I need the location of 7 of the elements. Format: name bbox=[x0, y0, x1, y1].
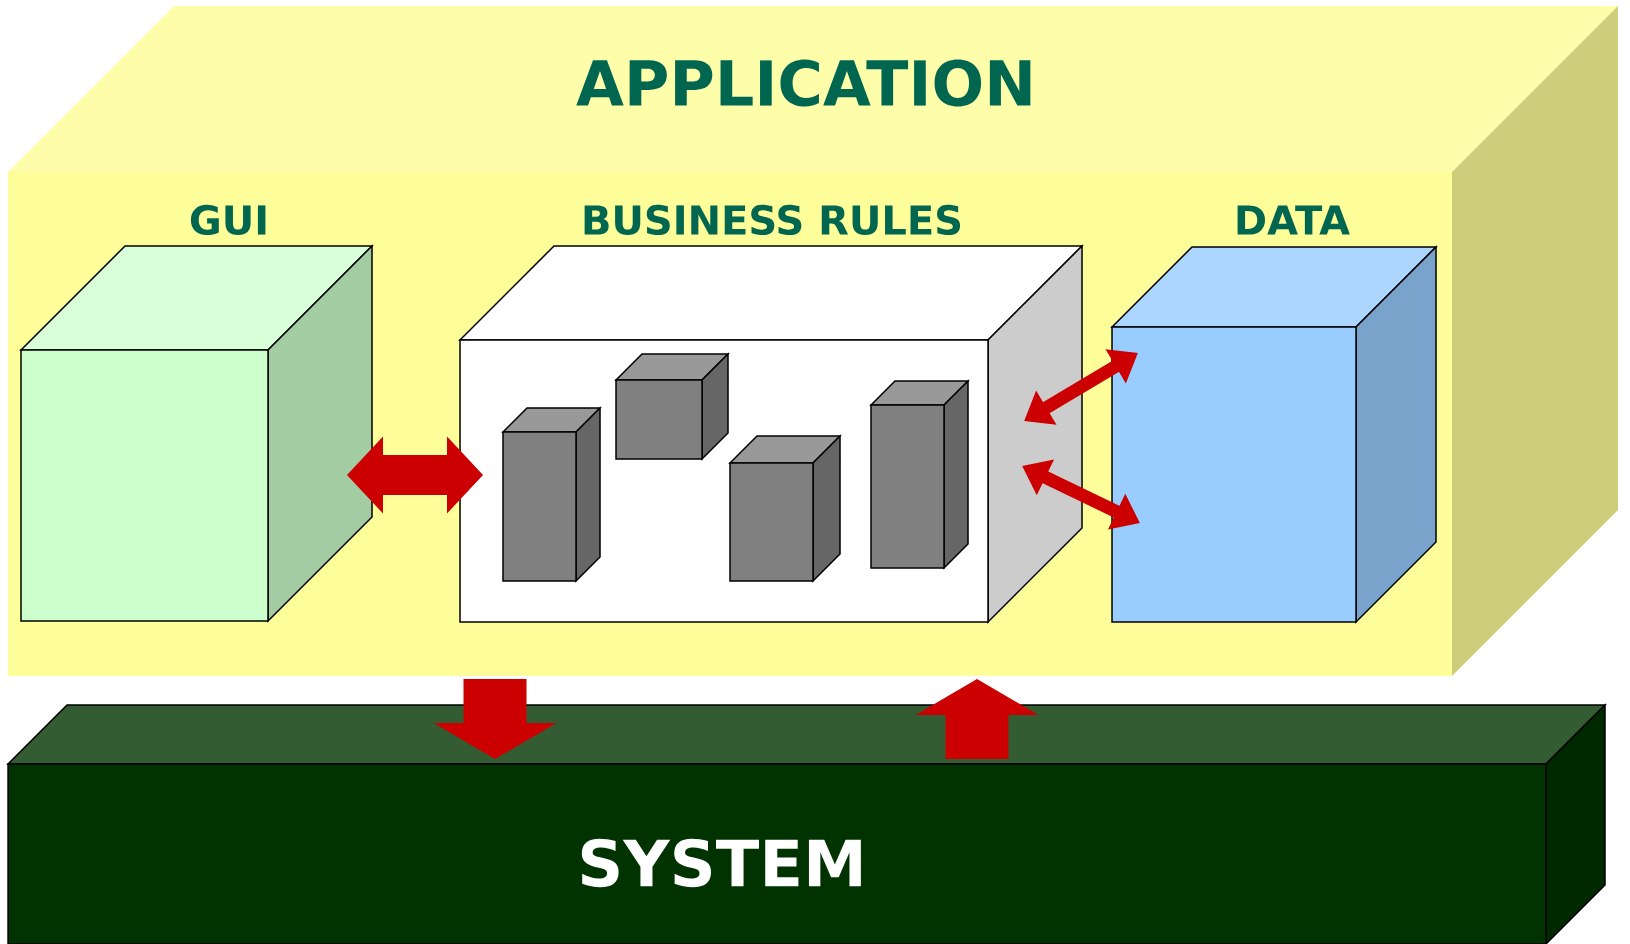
node-label: BUSINESS RULES bbox=[584, 204, 961, 236]
arrow bbox=[915, 679, 1039, 759]
node-label: DATA bbox=[1237, 205, 1350, 235]
arrow bbox=[433, 679, 557, 759]
double-arrow bbox=[347, 436, 483, 514]
node-label: APPLICATION bbox=[576, 59, 1031, 107]
node-label: GUI bbox=[190, 204, 266, 236]
